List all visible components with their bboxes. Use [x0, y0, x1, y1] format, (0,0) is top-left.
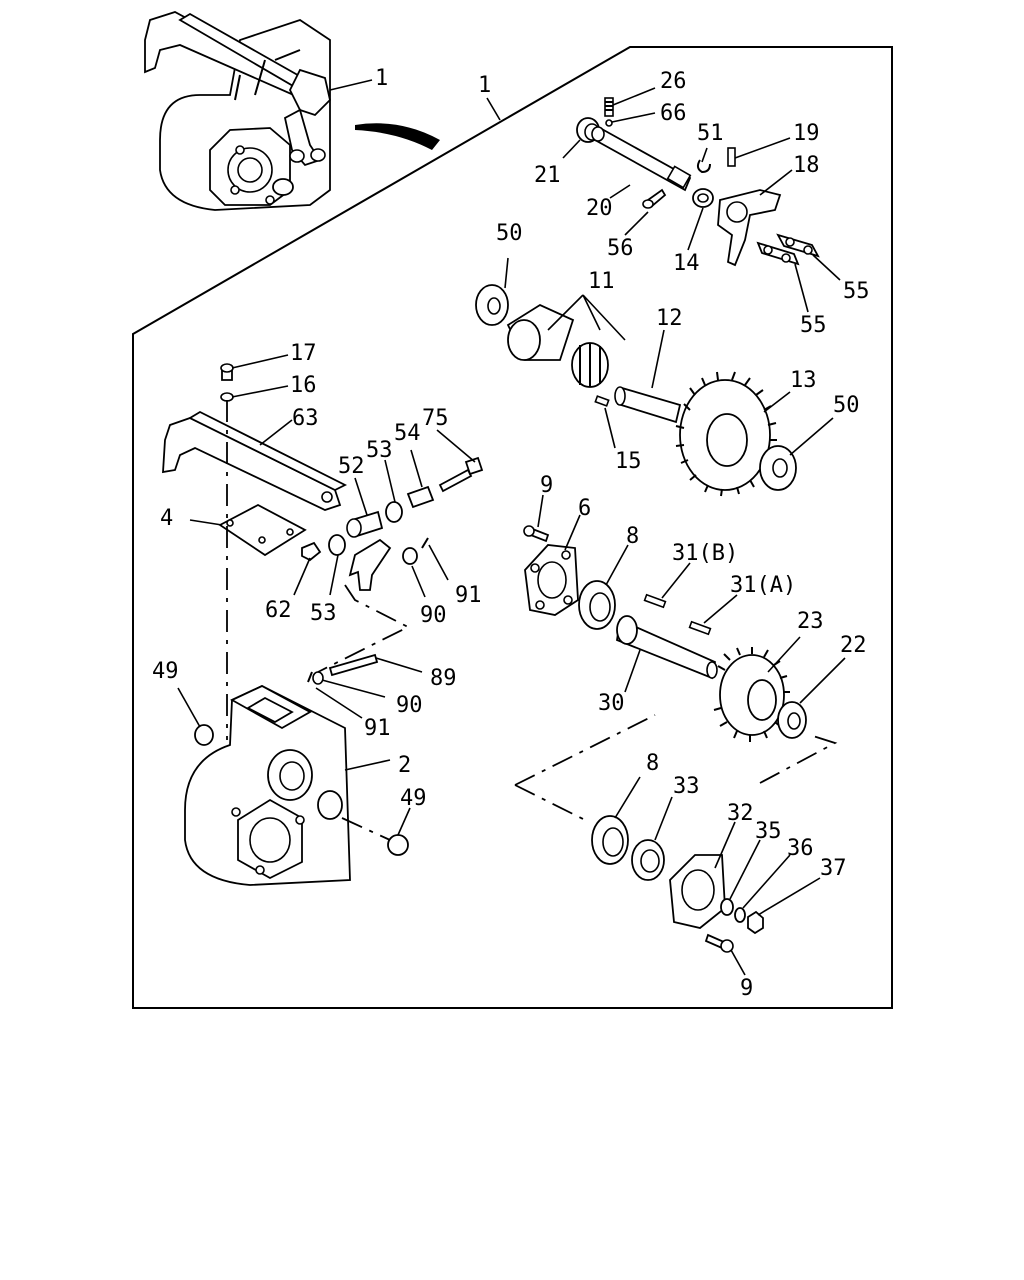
label-part-9-top: 9 [540, 473, 553, 498]
label-part-63: 63 [292, 406, 319, 431]
label-part-31b: 31(B) [672, 541, 738, 566]
shift-shaft-group [576, 97, 820, 267]
label-part-12: 12 [656, 306, 683, 331]
label-part-90-b: 90 [396, 693, 423, 718]
pto-housing [184, 684, 409, 886]
label-part-8-top: 8 [626, 524, 639, 549]
label-part-13: 13 [790, 368, 817, 393]
label-part-53-top: 53 [366, 438, 393, 463]
label-part-26: 26 [660, 69, 687, 94]
diagram-frame [132, 46, 893, 1009]
label-part-53-bottom: 53 [310, 601, 337, 626]
label-part-36: 36 [787, 836, 814, 861]
label-part-52: 52 [338, 454, 365, 479]
label-part-20: 20 [586, 196, 613, 221]
label-part-4: 4 [160, 506, 173, 531]
label-part-23: 23 [797, 609, 824, 634]
label-part-21: 21 [534, 163, 561, 188]
label-part-2: 2 [398, 753, 411, 778]
assembly-lines [226, 400, 838, 841]
label-part-17: 17 [290, 341, 317, 366]
label-part-33: 33 [673, 774, 700, 799]
label-part-55-b: 55 [800, 313, 827, 338]
label-part-30: 30 [598, 691, 625, 716]
output-shaft-group [523, 525, 807, 953]
label-part-37: 37 [820, 856, 847, 881]
label-part-49-a: 49 [152, 659, 179, 684]
label-part-89: 89 [430, 666, 457, 691]
label-part-91-b: 91 [364, 716, 391, 741]
label-part-75: 75 [422, 406, 449, 431]
label-part-18: 18 [793, 153, 820, 178]
label-part-62: 62 [265, 598, 292, 623]
label-part-91-a: 91 [455, 583, 482, 608]
label-part-9-bottom: 9 [740, 976, 753, 1001]
label-part-22: 22 [840, 633, 867, 658]
label-part-8-bottom: 8 [646, 751, 659, 776]
label-part-1-frame: 1 [478, 73, 491, 98]
label-part-51: 51 [697, 121, 724, 146]
label-part-66: 66 [660, 101, 687, 126]
part-labels: 1 1 26 66 51 19 21 18 20 56 14 50 11 55 … [152, 66, 870, 1001]
label-part-35: 35 [755, 819, 782, 844]
label-part-11: 11 [588, 269, 615, 294]
label-part-32: 32 [727, 801, 754, 826]
label-part-55-a: 55 [843, 279, 870, 304]
label-part-19: 19 [793, 121, 820, 146]
label-part-31a: 31(A) [730, 573, 796, 598]
lever-bracket-group [162, 363, 484, 685]
label-part-50-right: 50 [833, 393, 860, 418]
label-part-54: 54 [394, 421, 421, 446]
label-part-50-top: 50 [496, 221, 523, 246]
label-part-6: 6 [578, 496, 591, 521]
label-part-49-b: 49 [400, 786, 427, 811]
label-part-14: 14 [673, 251, 700, 276]
idler-gear-group [475, 284, 797, 497]
arrow-to-exploded-view [355, 123, 440, 150]
label-part-90-a: 90 [420, 603, 447, 628]
assembled-pto-unit [144, 11, 331, 211]
label-part-16: 16 [290, 373, 317, 398]
label-part-15: 15 [615, 449, 642, 474]
label-part-56: 56 [607, 236, 634, 261]
leader-lines [177, 79, 846, 976]
label-part-1-assembly: 1 [375, 66, 388, 91]
